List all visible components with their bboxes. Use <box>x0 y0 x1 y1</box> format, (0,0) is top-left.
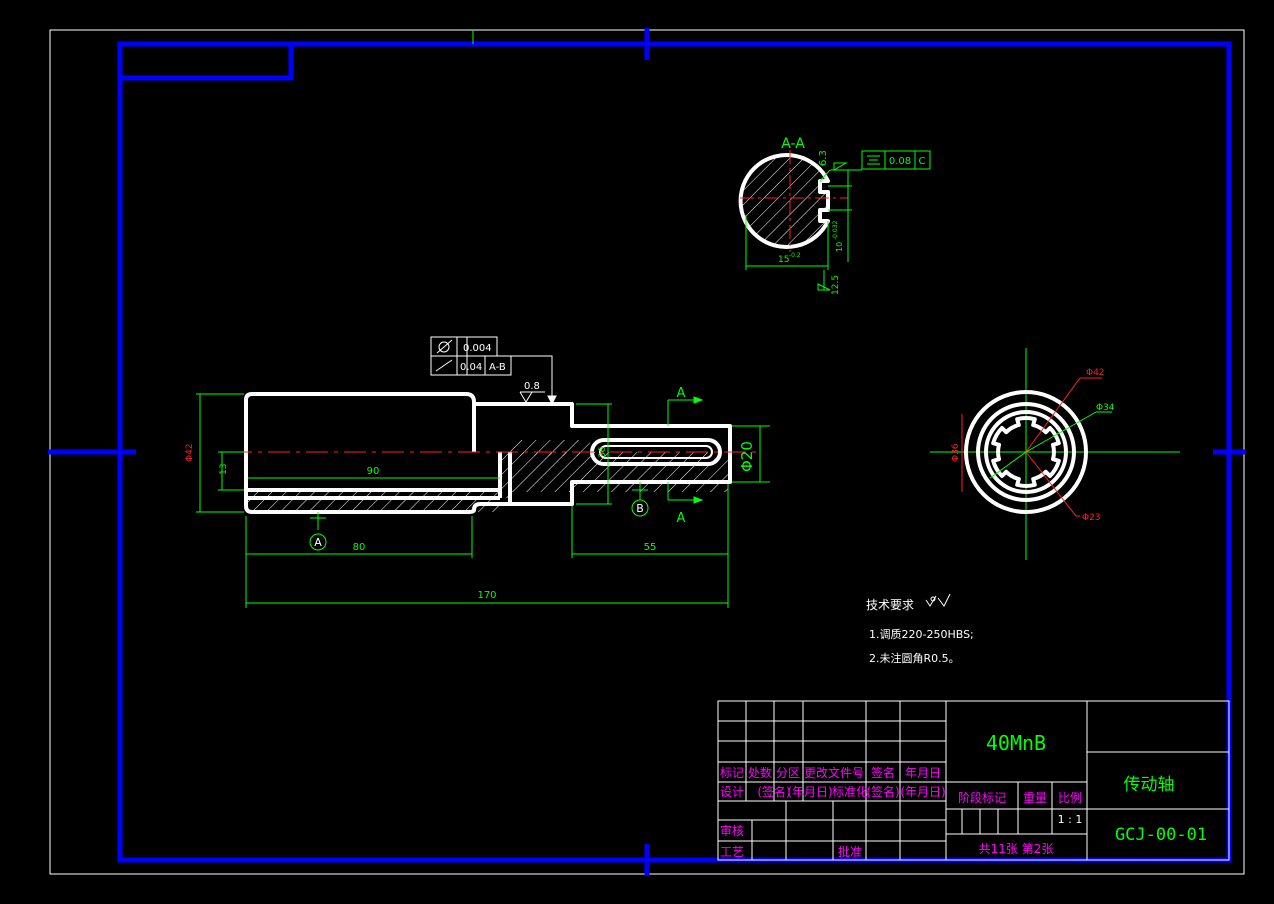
end-dim-23: Φ23 <box>1082 513 1101 523</box>
dim-dia20: Φ20 <box>738 441 756 472</box>
tb-stage-label: 阶段标记 <box>958 790 1006 805</box>
tb-part-name: 传动轴 <box>1124 775 1175 795</box>
section-view-a-a: A-A 6.3 0.08 C 15 -0 <box>738 136 931 295</box>
tb-std-date: (年月日) <box>900 785 945 799</box>
tb-drawing-no: GCJ-00-01 <box>1115 825 1207 845</box>
dim-55: 55 <box>644 542 657 553</box>
section-dim-slot-tol: -0.032 <box>832 220 839 240</box>
section-label: A-A <box>781 136 805 152</box>
tb-hdr-mark: 标记 <box>720 766 744 780</box>
tb-material: 40MnB <box>986 731 1046 755</box>
section-tolerance-value: 0.08 <box>889 156 911 167</box>
dim-13: 13 <box>219 464 229 475</box>
dim-90: 90 <box>367 466 380 477</box>
cut-label-top: A <box>677 386 686 401</box>
centering-marks <box>48 28 1246 876</box>
cut-label-bottom: A <box>677 511 686 526</box>
tb-row-review: 审核 <box>720 823 744 838</box>
datum-a: A <box>314 536 322 549</box>
tb-hdr-change: 更改文件号 <box>804 765 864 780</box>
section-roughness-bottom: 12.5 <box>831 275 841 295</box>
end-dim-36: Φ36 <box>951 443 961 462</box>
tb-hdr-sign: 签名 <box>871 765 895 780</box>
main-view-shaft: 0.004 0.04 A-B 0.8 A A <box>185 336 770 608</box>
section-dim-width: 15 <box>778 255 789 265</box>
section-dim-width-tol: -0.2 <box>789 252 801 259</box>
tb-scale-value: 1 : 1 <box>1058 813 1083 826</box>
title-block: 40MnB 传动轴 GCJ-00-01 标记 处数 分区 更改文件号 签名 年月… <box>717 700 1230 861</box>
tb-hdr-count: 处数 <box>748 765 772 780</box>
end-dim-42: Φ42 <box>1086 368 1105 378</box>
dim-80: 80 <box>353 542 366 553</box>
tb-hdr-date: 年月日 <box>905 766 941 780</box>
spline-profile <box>991 416 1061 488</box>
tb-design-date: (年月日) <box>787 785 832 799</box>
section-roughness-top: 6.3 <box>818 150 829 166</box>
tb-row-standard: 标准化 <box>832 785 868 799</box>
end-view-spline: Φ42 Φ34 Φ36 Φ23 <box>930 348 1180 560</box>
section-dim-slot: 10 <box>835 242 844 252</box>
main-roughness: 0.8 <box>524 381 540 392</box>
tech-title: 技术要求 <box>866 598 914 612</box>
tech-line-2: 2.未注圆角R0.5。 <box>869 651 960 665</box>
dim-170: 170 <box>477 590 496 601</box>
tb-row-process: 工艺 <box>720 845 744 859</box>
section-tolerance-datum: C <box>919 156 926 167</box>
tech-requirements: 技术要求 1.调质220-250HBS; 2.未注圆角R0.5。 <box>866 593 974 665</box>
tb-scale-label: 比例 <box>1058 791 1082 805</box>
tb-std-sign: (签名) <box>866 784 899 799</box>
tb-weight-label: 重量 <box>1023 791 1047 805</box>
datum-b: B <box>636 502 644 515</box>
tb-hdr-zone: 分区 <box>776 766 800 780</box>
tb-sheets: 共11张 第2张 <box>979 842 1054 856</box>
gdt-row2-datum: A-B <box>489 362 506 373</box>
gdt-row2-value: 0.04 <box>460 362 482 373</box>
gdt-row1-value: 0.004 <box>463 343 492 354</box>
tb-design-sign: (签名) <box>757 784 790 799</box>
tb-row-design: 设计 <box>720 785 744 799</box>
tb-row-approve: 批准 <box>838 844 862 859</box>
tech-line-1: 1.调质220-250HBS; <box>869 628 974 641</box>
dim-dia-left: Φ42 <box>185 443 195 462</box>
dim-36: 36 <box>598 446 608 458</box>
end-dim-34: Φ34 <box>1096 403 1115 413</box>
